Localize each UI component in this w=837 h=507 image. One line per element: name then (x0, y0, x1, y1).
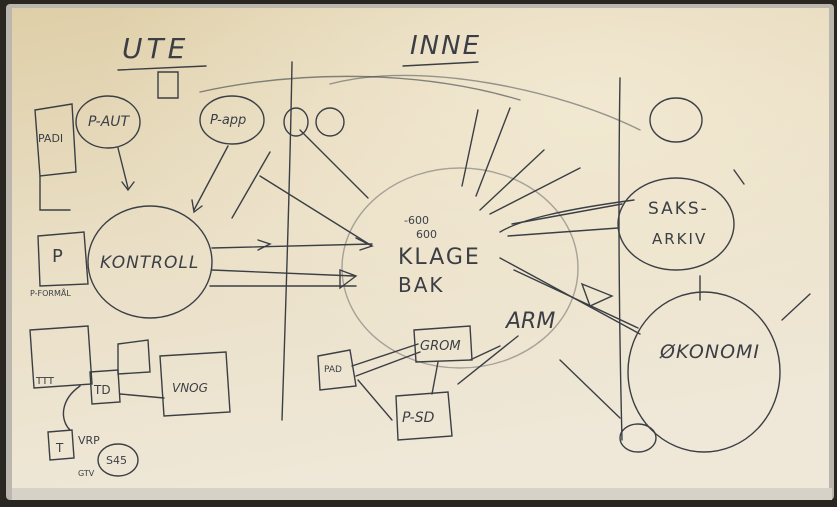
label-p: P (52, 246, 63, 267)
paut-circle (75, 95, 141, 149)
label-paut: P-AUT (88, 114, 131, 130)
kontroll-circle (87, 205, 213, 319)
board-labels: UTE INNE PADI P-AUT P-app OO KONTROLL P … (30, 31, 760, 478)
label-arkiv: ARKIV (652, 230, 707, 248)
label-psd: P-SD (402, 410, 435, 426)
label-td: TD (93, 383, 111, 397)
ttt-box (29, 325, 93, 389)
label-klage: KLAGE (398, 245, 481, 270)
saks-circle (617, 177, 735, 271)
padi-box (34, 103, 77, 177)
label-grom: GROM (420, 339, 461, 354)
td-box (89, 369, 121, 405)
label-bak: BAK (398, 273, 445, 297)
label-vrp: VRP (78, 434, 100, 447)
papp-circle (199, 95, 265, 145)
pad-shape (317, 349, 357, 391)
p-box (37, 231, 89, 287)
marker-tray (12, 488, 832, 500)
psd-box (395, 391, 453, 441)
label-klage-num1: -600 (404, 214, 429, 227)
grom-box (413, 325, 473, 363)
s45-circle (97, 443, 139, 477)
label-pad: PAD (324, 365, 342, 375)
label-saks: SAKS- (648, 199, 709, 219)
label-t: T (55, 441, 64, 455)
label-padi: PADI (38, 132, 63, 145)
label-gtv: GTV (78, 469, 95, 478)
vnog-box (159, 351, 231, 417)
heading-inne: INNE (410, 31, 481, 61)
label-papp: P-app (210, 113, 246, 128)
t-box (47, 429, 75, 461)
label-vnog: VNOG (172, 381, 208, 395)
label-okonomi: ØKONOMI (659, 341, 760, 363)
okonomi-circle (627, 291, 781, 453)
label-klage-num2: 600 (416, 228, 437, 241)
label-s45: S45 (106, 454, 127, 467)
ink-strokes (29, 61, 811, 477)
divider-right (618, 77, 623, 441)
klage-loop (341, 167, 579, 369)
heading-ute: UTE (122, 32, 189, 65)
label-p-formal: P-FORMÅL (30, 287, 71, 298)
label-ttt: TTT (35, 376, 55, 387)
label-kontroll: KONTROLL (100, 253, 199, 273)
label-arm: ARM (504, 309, 555, 334)
